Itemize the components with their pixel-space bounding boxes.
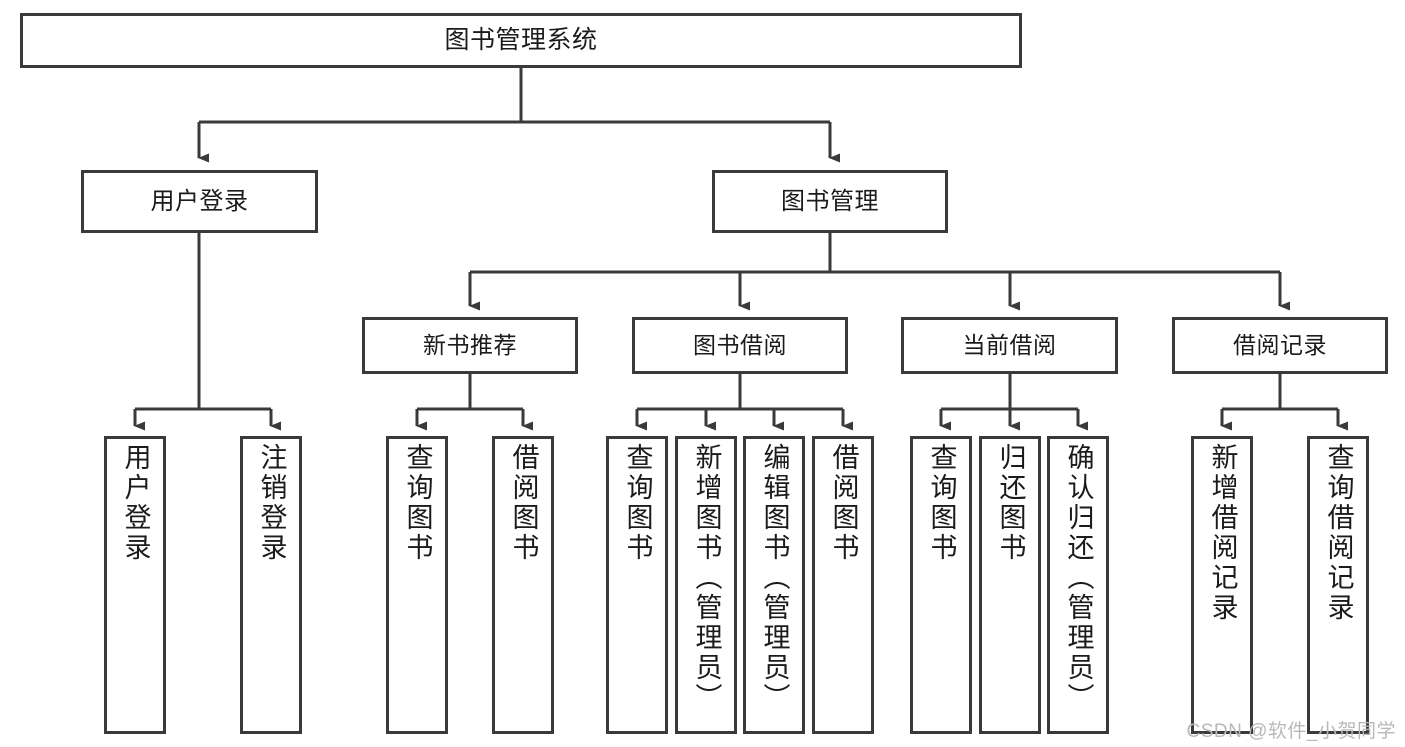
node-root-system[interactable]: 图书管理系统 [20, 13, 1022, 68]
leaf-current-confirm-return-admin[interactable]: 确认归还（管理员） [1047, 436, 1109, 734]
node-label: 查询图书 [402, 443, 433, 563]
node-book-management[interactable]: 图书管理 [712, 170, 948, 233]
node-new-book-recommend[interactable]: 新书推荐 [362, 317, 578, 374]
node-book-borrow[interactable]: 图书借阅 [632, 317, 848, 374]
node-label: 借阅记录 [1233, 332, 1327, 359]
node-label: 新书推荐 [423, 332, 517, 359]
leaf-recommend-borrow-book[interactable]: 借阅图书 [492, 436, 554, 734]
node-label: 确认归还（管理员） [1063, 443, 1094, 713]
node-label: 查询图书 [926, 443, 957, 563]
leaf-current-query-book[interactable]: 查询图书 [910, 436, 972, 734]
leaf-recommend-query-book[interactable]: 查询图书 [386, 436, 448, 734]
node-label: 查询图书 [622, 443, 653, 563]
node-label: 注销登录 [256, 443, 287, 563]
node-label: 图书借阅 [693, 332, 787, 359]
leaf-borrow-add-book-admin[interactable]: 新增图书（管理员） [675, 436, 737, 734]
node-label: 用户登录 [120, 443, 151, 563]
node-label: 新增图书（管理员） [691, 443, 722, 713]
leaf-record-add-record[interactable]: 新增借阅记录 [1191, 436, 1253, 734]
node-label: 借阅图书 [508, 443, 539, 563]
node-user-login[interactable]: 用户登录 [81, 170, 318, 233]
leaf-user-login-logout[interactable]: 注销登录 [240, 436, 302, 734]
leaf-record-query-record[interactable]: 查询借阅记录 [1307, 436, 1369, 734]
node-borrow-record[interactable]: 借阅记录 [1172, 317, 1388, 374]
node-label: 查询借阅记录 [1323, 443, 1354, 623]
node-label: 归还图书 [995, 443, 1026, 563]
node-label: 用户登录 [150, 187, 249, 215]
leaf-borrow-edit-book-admin[interactable]: 编辑图书（管理员） [743, 436, 805, 734]
node-label: 图书管理 [781, 187, 879, 215]
leaf-current-return-book[interactable]: 归还图书 [979, 436, 1041, 734]
leaf-user-login-login[interactable]: 用户登录 [104, 436, 166, 734]
watermark-text: CSDN @软件_小贺同学 [1186, 721, 1396, 742]
leaf-borrow-query-book[interactable]: 查询图书 [606, 436, 668, 734]
node-label: 当前借阅 [962, 332, 1057, 359]
node-label: 借阅图书 [828, 443, 859, 563]
node-label: 编辑图书（管理员） [759, 443, 790, 713]
node-current-borrow[interactable]: 当前借阅 [901, 317, 1118, 374]
leaf-borrow-borrow-book[interactable]: 借阅图书 [812, 436, 874, 734]
node-label: 新增借阅记录 [1207, 443, 1238, 623]
node-label: 图书管理系统 [444, 26, 598, 55]
